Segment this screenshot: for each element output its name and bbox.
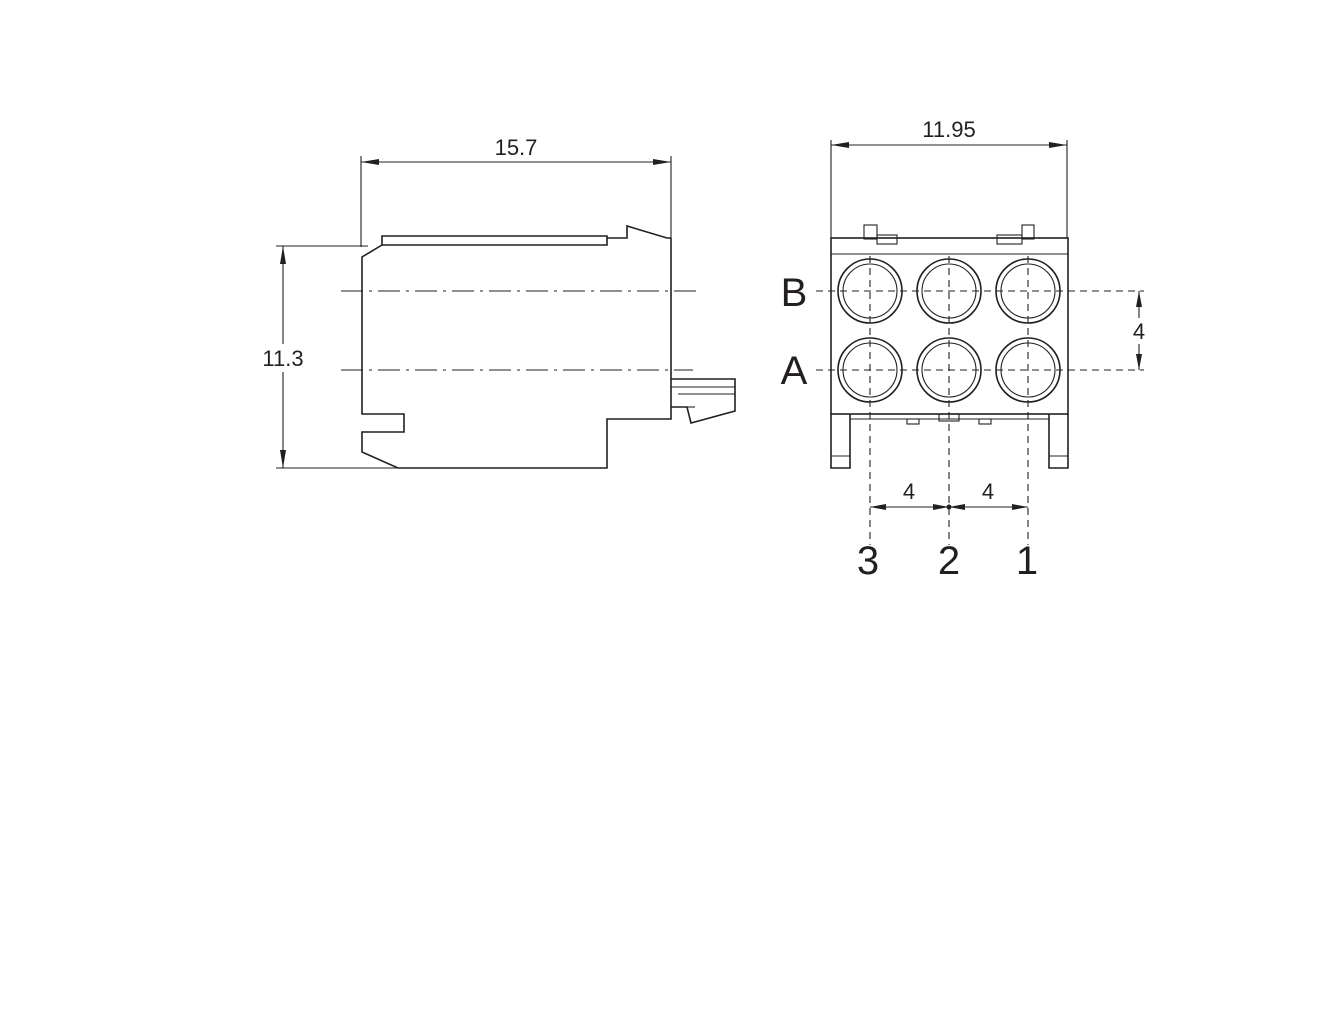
side-width-label: 15.7 — [495, 135, 538, 160]
top-bosses — [863, 224, 1035, 245]
side-height-dimension: 11.3 — [250, 245, 398, 469]
side-body-outline — [361, 244, 672, 469]
column-label-1: 1 — [1016, 539, 1038, 583]
column-label-2: 2 — [938, 539, 960, 583]
column-pitch-left-label: 4 — [903, 479, 915, 504]
front-view: 11.95 — [781, 117, 1149, 583]
row-label-a: A — [781, 349, 808, 393]
mounting-pegs — [830, 413, 1069, 469]
row-label-b: B — [781, 271, 808, 315]
column-label-3: 3 — [857, 539, 879, 583]
latch-strip — [381, 235, 608, 246]
top-ramp — [607, 224, 671, 239]
side-view: 15.7 11.3 — [250, 135, 736, 469]
column-pitch-right-label: 4 — [982, 479, 994, 504]
side-height-label: 11.3 — [262, 346, 303, 371]
front-width-label: 11.95 — [922, 117, 975, 142]
row-pitch-label: 4 — [1133, 319, 1145, 344]
row-pitch-dimension: 4 — [1129, 291, 1149, 370]
front-width-dimension: 11.95 — [830, 117, 1068, 238]
column-pitch-dimension: 4 4 — [870, 479, 1028, 510]
rear-latch — [671, 378, 736, 424]
side-width-dimension: 15.7 — [360, 135, 672, 247]
